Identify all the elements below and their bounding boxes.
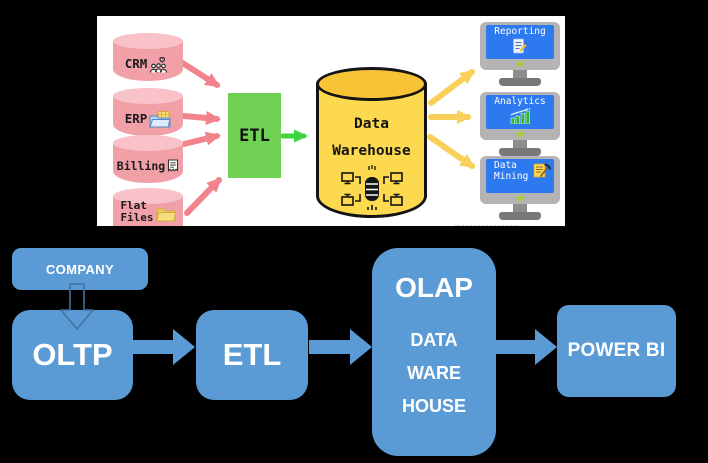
billing-receipt-icon bbox=[168, 159, 179, 173]
cropped-text-artifact bbox=[455, 222, 519, 226]
billing-to-etl-arrow bbox=[181, 131, 221, 147]
flat-files-folder-icon bbox=[155, 208, 176, 222]
olap-sub-ware: WARE bbox=[407, 363, 461, 383]
company-label: COMPANY bbox=[45, 261, 115, 277]
source-cylinder-crm: CRM bbox=[113, 33, 183, 81]
cylinder-top-ellipse bbox=[113, 33, 183, 49]
monitor-screen: Data Mining bbox=[486, 159, 554, 193]
monitor-screen: Analytics bbox=[486, 95, 554, 129]
source-cylinder-billing: Billing bbox=[113, 135, 183, 183]
flow-arrows-layer bbox=[178, 59, 476, 216]
source-label: Flat Files bbox=[120, 199, 154, 225]
output-monitor-analytics: Analytics bbox=[480, 92, 560, 156]
source-label: Billing bbox=[116, 158, 166, 173]
etl-label: ETL bbox=[239, 125, 270, 146]
monitor-stand-neck bbox=[513, 204, 527, 212]
source-cylinder-flat-files: Flat Files bbox=[113, 188, 183, 226]
power-led bbox=[517, 131, 523, 137]
erp-to-etl-arrow bbox=[181, 111, 221, 125]
node-etl: ETL bbox=[196, 310, 308, 400]
powerbi-label: POWER BI bbox=[567, 340, 666, 361]
output-label: Reporting bbox=[494, 26, 546, 37]
source-label: ERP bbox=[124, 111, 148, 127]
cylinder-top-ellipse bbox=[113, 88, 183, 104]
source-cylinder-erp: ERP bbox=[113, 88, 183, 136]
monitor-stand-base bbox=[499, 78, 541, 86]
node-power-bi: POWER BI bbox=[557, 305, 676, 397]
oltp-to-etl-arrow bbox=[132, 329, 195, 365]
warehouse-label: Data Warehouse bbox=[332, 116, 411, 159]
oltp-label: OLTP bbox=[32, 337, 113, 372]
monitor-screen: Reporting bbox=[486, 25, 554, 59]
etl-architecture-panel: CRM ERP bbox=[97, 16, 565, 226]
olap-sub-data: DATA bbox=[410, 330, 458, 350]
source-label: CRM bbox=[124, 56, 148, 72]
monitor-frame: Analytics bbox=[480, 92, 560, 140]
monitor-frame: Data Mining bbox=[480, 156, 560, 204]
database-network-icon bbox=[340, 165, 403, 210]
cylinder-top-ellipse bbox=[113, 135, 183, 151]
monitor-stand-base bbox=[499, 212, 541, 220]
etl-flow-label: ETL bbox=[222, 337, 282, 372]
crm-people-heart-icon bbox=[150, 56, 168, 73]
flatfiles-to-etl-arrow bbox=[184, 177, 222, 216]
monitor-stand-base bbox=[499, 148, 541, 156]
power-led bbox=[517, 195, 523, 201]
crm-to-etl-arrow bbox=[178, 59, 221, 88]
power-led bbox=[517, 61, 523, 67]
output-label: Data Mining bbox=[494, 160, 529, 182]
olap-title: OLAP bbox=[395, 272, 473, 303]
monitor-stand-neck bbox=[513, 70, 527, 78]
output-monitor-reporting: Reporting bbox=[480, 22, 560, 86]
output-label: Analytics bbox=[494, 96, 546, 107]
etl-box: ETL bbox=[228, 93, 281, 178]
company-to-oltp-arrow bbox=[60, 283, 94, 330]
etl-to-olap-arrow bbox=[309, 329, 372, 365]
monitor-frame: Reporting bbox=[480, 22, 560, 70]
report-checklist-icon bbox=[513, 38, 528, 53]
olap-sub-house: HOUSE bbox=[401, 396, 466, 416]
monitor-stand-neck bbox=[513, 140, 527, 148]
node-oltp: OLTP bbox=[12, 310, 133, 400]
olap-to-powerbi-arrow bbox=[495, 329, 557, 365]
warehouse-to-mining-arrow bbox=[427, 134, 476, 169]
data-warehouse-cylinder: Data Warehouse bbox=[316, 67, 427, 218]
node-company: COMPANY bbox=[12, 248, 148, 290]
output-monitor-data-mining: Data Mining bbox=[480, 156, 560, 220]
bar-chart-growth-icon bbox=[510, 107, 531, 124]
warehouse-to-reporting-arrow bbox=[428, 69, 476, 106]
cylinder-top-ellipse bbox=[113, 188, 183, 204]
warehouse-cylinder-top bbox=[316, 67, 427, 101]
node-olap-data-warehouse: OLAP DATA WARE HOUSE bbox=[372, 248, 496, 456]
erp-folder-doc-icon bbox=[149, 110, 171, 127]
document-pickaxe-icon bbox=[533, 163, 551, 178]
